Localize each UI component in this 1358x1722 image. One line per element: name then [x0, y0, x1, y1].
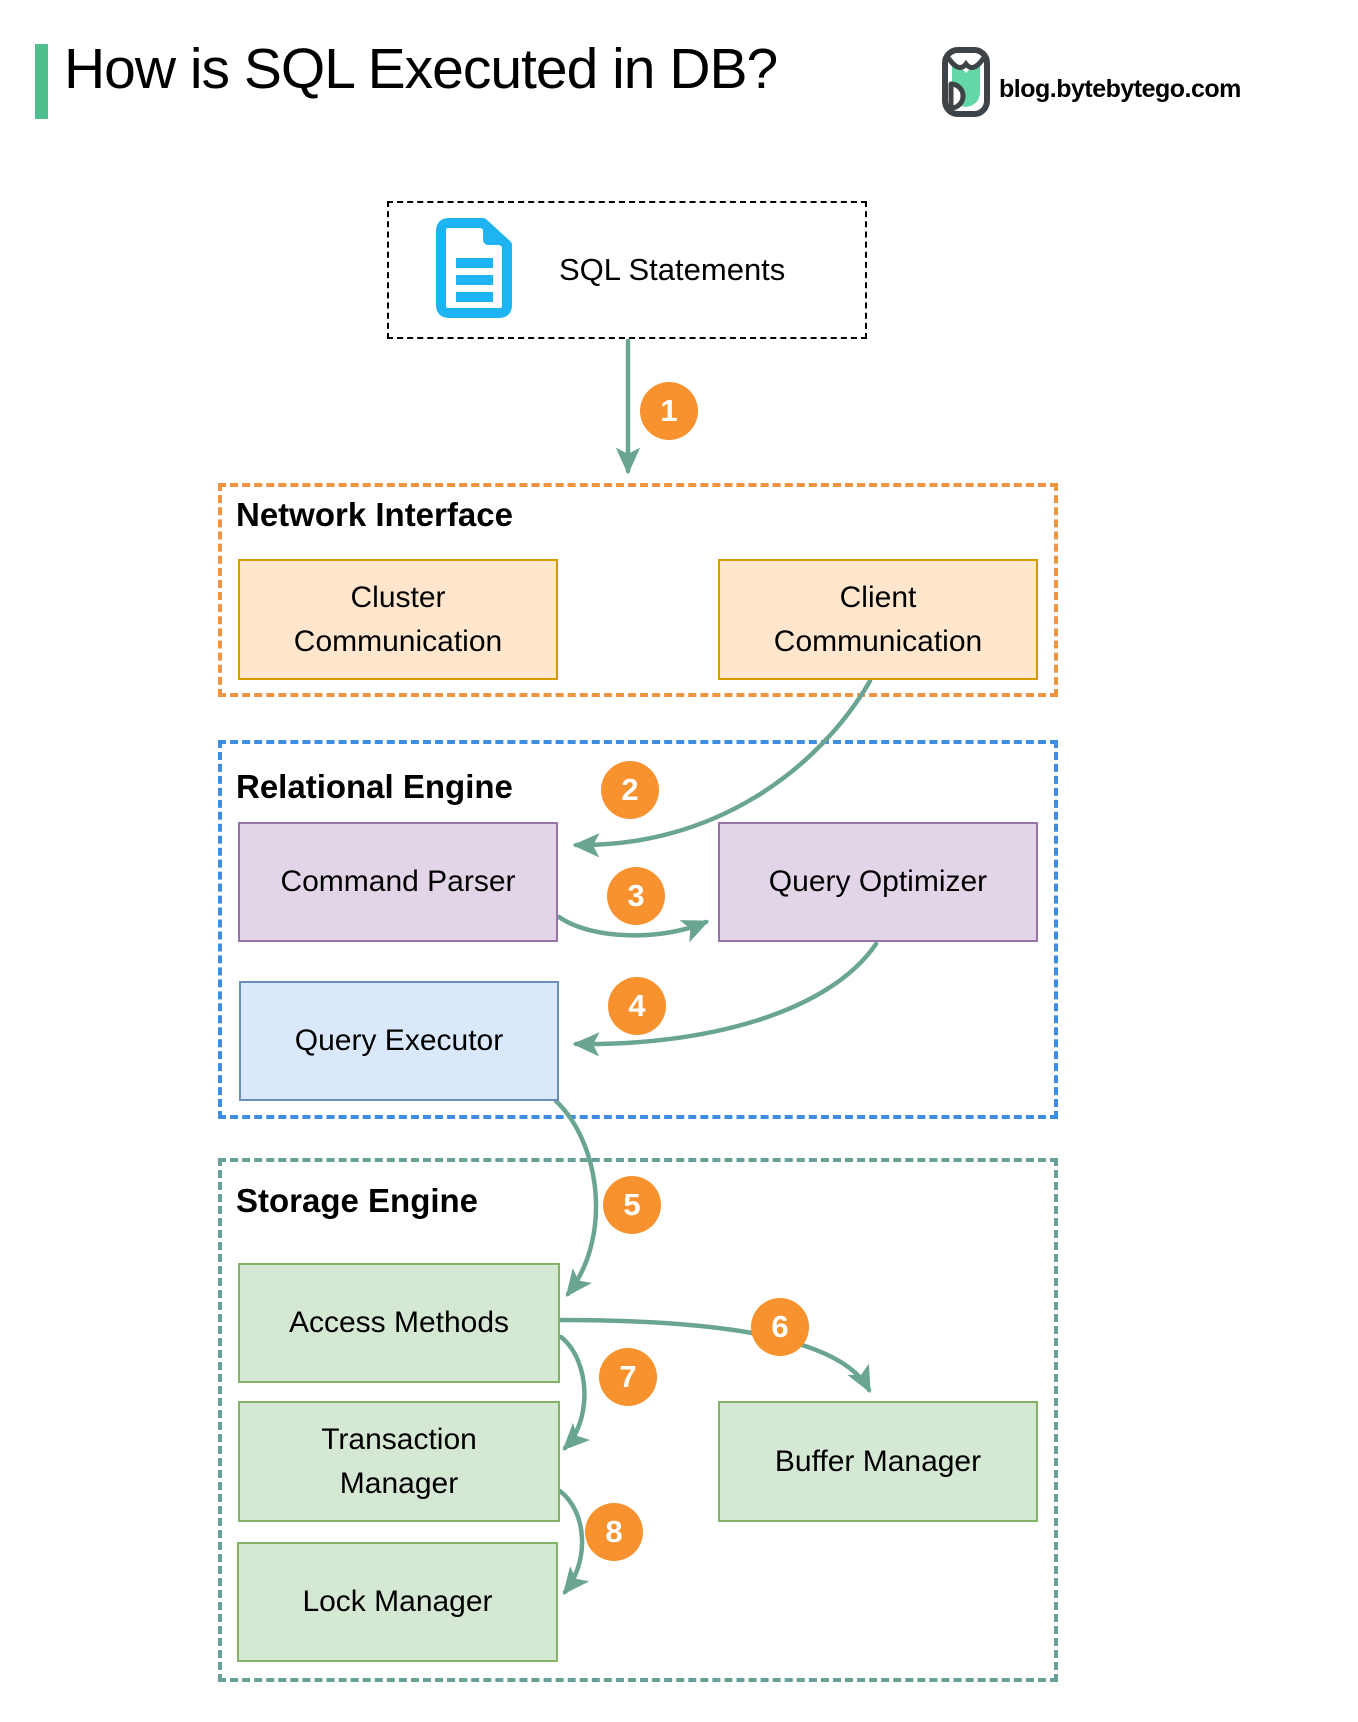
bytebytego-logo-icon: [941, 46, 991, 118]
node-cluster-communication: Cluster Communication: [238, 559, 558, 680]
network-interface-title: Network Interface: [236, 496, 513, 533]
node-query-optimizer: Query Optimizer: [718, 822, 1038, 942]
node-buffer-manager: Buffer Manager: [718, 1401, 1038, 1522]
document-icon: [423, 217, 521, 323]
step-4-badge: 4: [608, 977, 666, 1035]
node-command-parser: Command Parser: [238, 822, 558, 942]
step-3-badge: 3: [607, 867, 665, 925]
transaction-manager-label: Transaction Manager: [321, 1423, 477, 1500]
step-7-badge: 7: [599, 1348, 657, 1406]
buffer-manager-label: Buffer Manager: [774, 1444, 982, 1478]
brand: blog.bytebytego.com: [941, 46, 1241, 118]
node-client-communication: Client Communication: [718, 559, 1038, 680]
brand-site-text: blog.bytebytego.com: [999, 74, 1241, 103]
access-methods-label: Access Methods: [288, 1306, 510, 1340]
query-executor-label: Query Executor: [294, 1024, 504, 1058]
node-lock-manager: Lock Manager: [237, 1542, 558, 1662]
command-parser-label: Command Parser: [280, 865, 516, 899]
sql-statements-box: SQL Statements: [387, 201, 867, 339]
step-8-badge: 8: [585, 1503, 643, 1561]
storage-engine-title: Storage Engine: [236, 1182, 479, 1219]
step-6-badge: 6: [751, 1298, 809, 1356]
cluster-communication-label: Cluster Communication: [293, 581, 503, 658]
step-5-badge: 5: [603, 1176, 661, 1234]
step-1-badge: 1: [640, 382, 698, 440]
node-access-methods: Access Methods: [238, 1263, 560, 1383]
step-2-badge: 2: [601, 761, 659, 819]
sql-statements-label: SQL Statements: [559, 252, 786, 287]
storage-engine-section: [218, 1158, 1058, 1682]
lock-manager-label: Lock Manager: [302, 1585, 493, 1619]
title-accent-bar: [35, 44, 48, 119]
relational-engine-title: Relational Engine: [236, 768, 513, 805]
client-communication-label: Client Communication: [773, 581, 983, 658]
query-optimizer-label: Query Optimizer: [768, 865, 988, 899]
node-query-executor: Query Executor: [239, 981, 559, 1101]
node-transaction-manager: Transaction Manager: [238, 1401, 560, 1522]
page-title: How is SQL Executed in DB?: [64, 37, 778, 101]
